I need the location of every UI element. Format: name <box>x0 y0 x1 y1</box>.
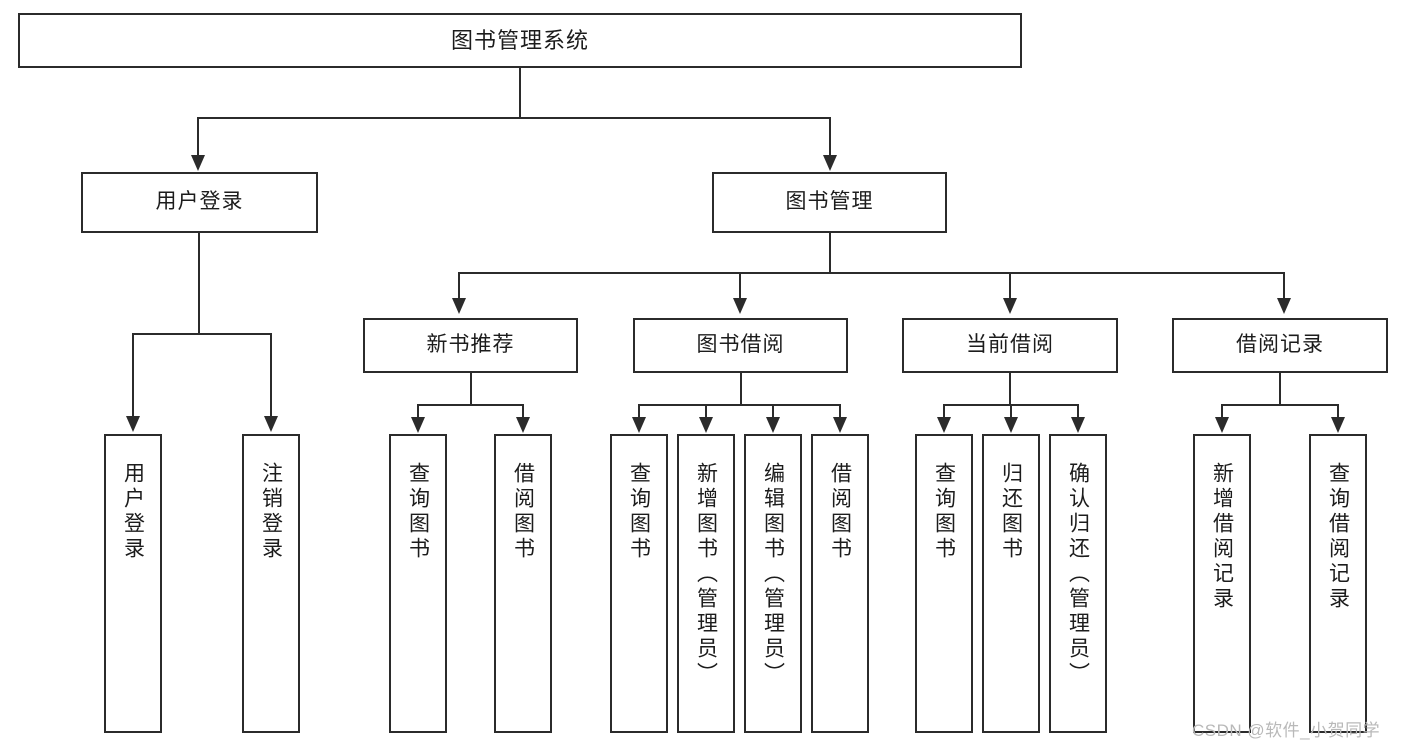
node-label: 图书管理系统 <box>450 27 589 53</box>
arrow-root-to-book-management <box>823 155 837 171</box>
node-label: 确认归还（管理员） <box>1066 462 1090 687</box>
connector-br-bus <box>1221 404 1339 406</box>
node-label: 新增借阅记录 <box>1210 462 1234 612</box>
arrow-br-to-leaf-1 <box>1215 417 1229 433</box>
connector-root-bus <box>197 117 831 119</box>
connector-bb-to-leaf-4 <box>839 404 841 420</box>
node-label: 归还图书 <box>999 462 1023 562</box>
connector-root-trunk <box>519 68 521 118</box>
connector-br-to-leaf-1 <box>1221 404 1223 420</box>
leaf-borrow-record-query-record[interactable]: 查询借阅记录 <box>1309 434 1367 733</box>
connector-root-to-book-management <box>829 117 831 157</box>
node-label: 当前借阅 <box>966 333 1054 357</box>
arrow-bm-to-book-borrow <box>733 298 747 314</box>
connector-nbr-to-leaf-2 <box>522 404 524 420</box>
node-label: 新增图书（管理员） <box>694 462 718 687</box>
connector-cb-to-leaf-2 <box>1010 404 1012 420</box>
node-label: 注销登录 <box>259 462 283 562</box>
connector-br-trunk <box>1279 373 1281 405</box>
node-new-book-recommend[interactable]: 新书推荐 <box>363 318 578 373</box>
connector-user-login-to-leaf-2 <box>270 333 272 418</box>
node-label: 借阅记录 <box>1236 333 1324 357</box>
connector-bb-trunk <box>740 373 742 405</box>
arrow-cb-to-leaf-3 <box>1071 417 1085 433</box>
node-label: 查询图书 <box>406 462 430 562</box>
node-label: 查询借阅记录 <box>1326 462 1350 612</box>
leaf-user-login-login[interactable]: 用户登录 <box>104 434 162 733</box>
leaf-user-login-logout[interactable]: 注销登录 <box>242 434 300 733</box>
connector-nbr-to-leaf-1 <box>417 404 419 420</box>
leaf-book-borrow-query-book[interactable]: 查询图书 <box>610 434 668 733</box>
leaf-current-borrow-return-book[interactable]: 归还图书 <box>982 434 1040 733</box>
connector-nbr-bus <box>417 404 524 406</box>
connector-user-login-bus <box>132 333 271 335</box>
connector-bm-to-book-borrow <box>739 272 741 300</box>
node-book-management[interactable]: 图书管理 <box>712 172 947 233</box>
connector-bm-to-borrow-record <box>1283 272 1285 300</box>
leaf-new-book-query-book[interactable]: 查询图书 <box>389 434 447 733</box>
node-root-book-management-system[interactable]: 图书管理系统 <box>18 13 1022 68</box>
leaf-book-borrow-add-book-admin[interactable]: 新增图书（管理员） <box>677 434 735 733</box>
node-label: 查询图书 <box>932 462 956 562</box>
node-book-borrow[interactable]: 图书借阅 <box>633 318 848 373</box>
connector-book-management-trunk <box>829 233 831 273</box>
node-label: 图书借阅 <box>696 333 785 357</box>
leaf-current-borrow-query-book[interactable]: 查询图书 <box>915 434 973 733</box>
connector-nbr-trunk <box>470 373 472 405</box>
connector-bb-to-leaf-1 <box>638 404 640 420</box>
leaf-current-borrow-confirm-return-admin[interactable]: 确认归还（管理员） <box>1049 434 1107 733</box>
node-label: 用户登录 <box>155 190 244 214</box>
node-label: 新书推荐 <box>426 333 515 357</box>
arrow-user-login-to-leaf-2 <box>264 416 278 432</box>
leaf-book-borrow-borrow-book[interactable]: 借阅图书 <box>811 434 869 733</box>
connector-book-management-bus <box>458 272 1284 274</box>
connector-user-login-to-leaf-1 <box>132 333 134 418</box>
arrow-cb-to-leaf-2 <box>1004 417 1018 433</box>
csdn-watermark: CSDN @软件_小贺同学 <box>1192 721 1381 740</box>
arrow-nbr-to-leaf-2 <box>516 417 530 433</box>
node-borrow-record[interactable]: 借阅记录 <box>1172 318 1388 373</box>
arrow-br-to-leaf-2 <box>1331 417 1345 433</box>
connector-user-login-trunk <box>198 233 200 334</box>
connector-cb-to-leaf-3 <box>1077 404 1079 420</box>
arrow-user-login-to-leaf-1 <box>126 416 140 432</box>
node-label: 借阅图书 <box>511 462 535 562</box>
node-user-login[interactable]: 用户登录 <box>81 172 318 233</box>
node-label: 借阅图书 <box>828 462 852 562</box>
leaf-new-book-borrow-book[interactable]: 借阅图书 <box>494 434 552 733</box>
arrow-bb-to-leaf-3 <box>766 417 780 433</box>
node-current-borrow[interactable]: 当前借阅 <box>902 318 1118 373</box>
arrow-bm-to-current-borrow <box>1003 298 1017 314</box>
node-label: 编辑图书（管理员） <box>761 462 785 687</box>
arrow-bb-to-leaf-4 <box>833 417 847 433</box>
connector-bb-bus <box>638 404 841 406</box>
connector-br-to-leaf-2 <box>1337 404 1339 420</box>
node-label: 查询图书 <box>627 462 651 562</box>
connector-root-to-user-login <box>197 117 199 157</box>
connector-bb-to-leaf-3 <box>772 404 774 420</box>
connector-cb-trunk <box>1009 373 1011 405</box>
arrow-root-to-user-login <box>191 155 205 171</box>
connector-bm-to-new-book <box>458 272 460 300</box>
connector-bb-to-leaf-2 <box>705 404 707 420</box>
connector-cb-to-leaf-1 <box>943 404 945 420</box>
arrow-nbr-to-leaf-1 <box>411 417 425 433</box>
leaf-borrow-record-add-record[interactable]: 新增借阅记录 <box>1193 434 1251 733</box>
arrow-bm-to-borrow-record <box>1277 298 1291 314</box>
arrow-bb-to-leaf-2 <box>699 417 713 433</box>
node-label: 用户登录 <box>121 462 145 562</box>
arrow-cb-to-leaf-1 <box>937 417 951 433</box>
leaf-book-borrow-edit-book-admin[interactable]: 编辑图书（管理员） <box>744 434 802 733</box>
arrow-bm-to-new-book <box>452 298 466 314</box>
arrow-bb-to-leaf-1 <box>632 417 646 433</box>
node-label: 图书管理 <box>785 190 874 214</box>
connector-bm-to-current-borrow <box>1009 272 1011 300</box>
